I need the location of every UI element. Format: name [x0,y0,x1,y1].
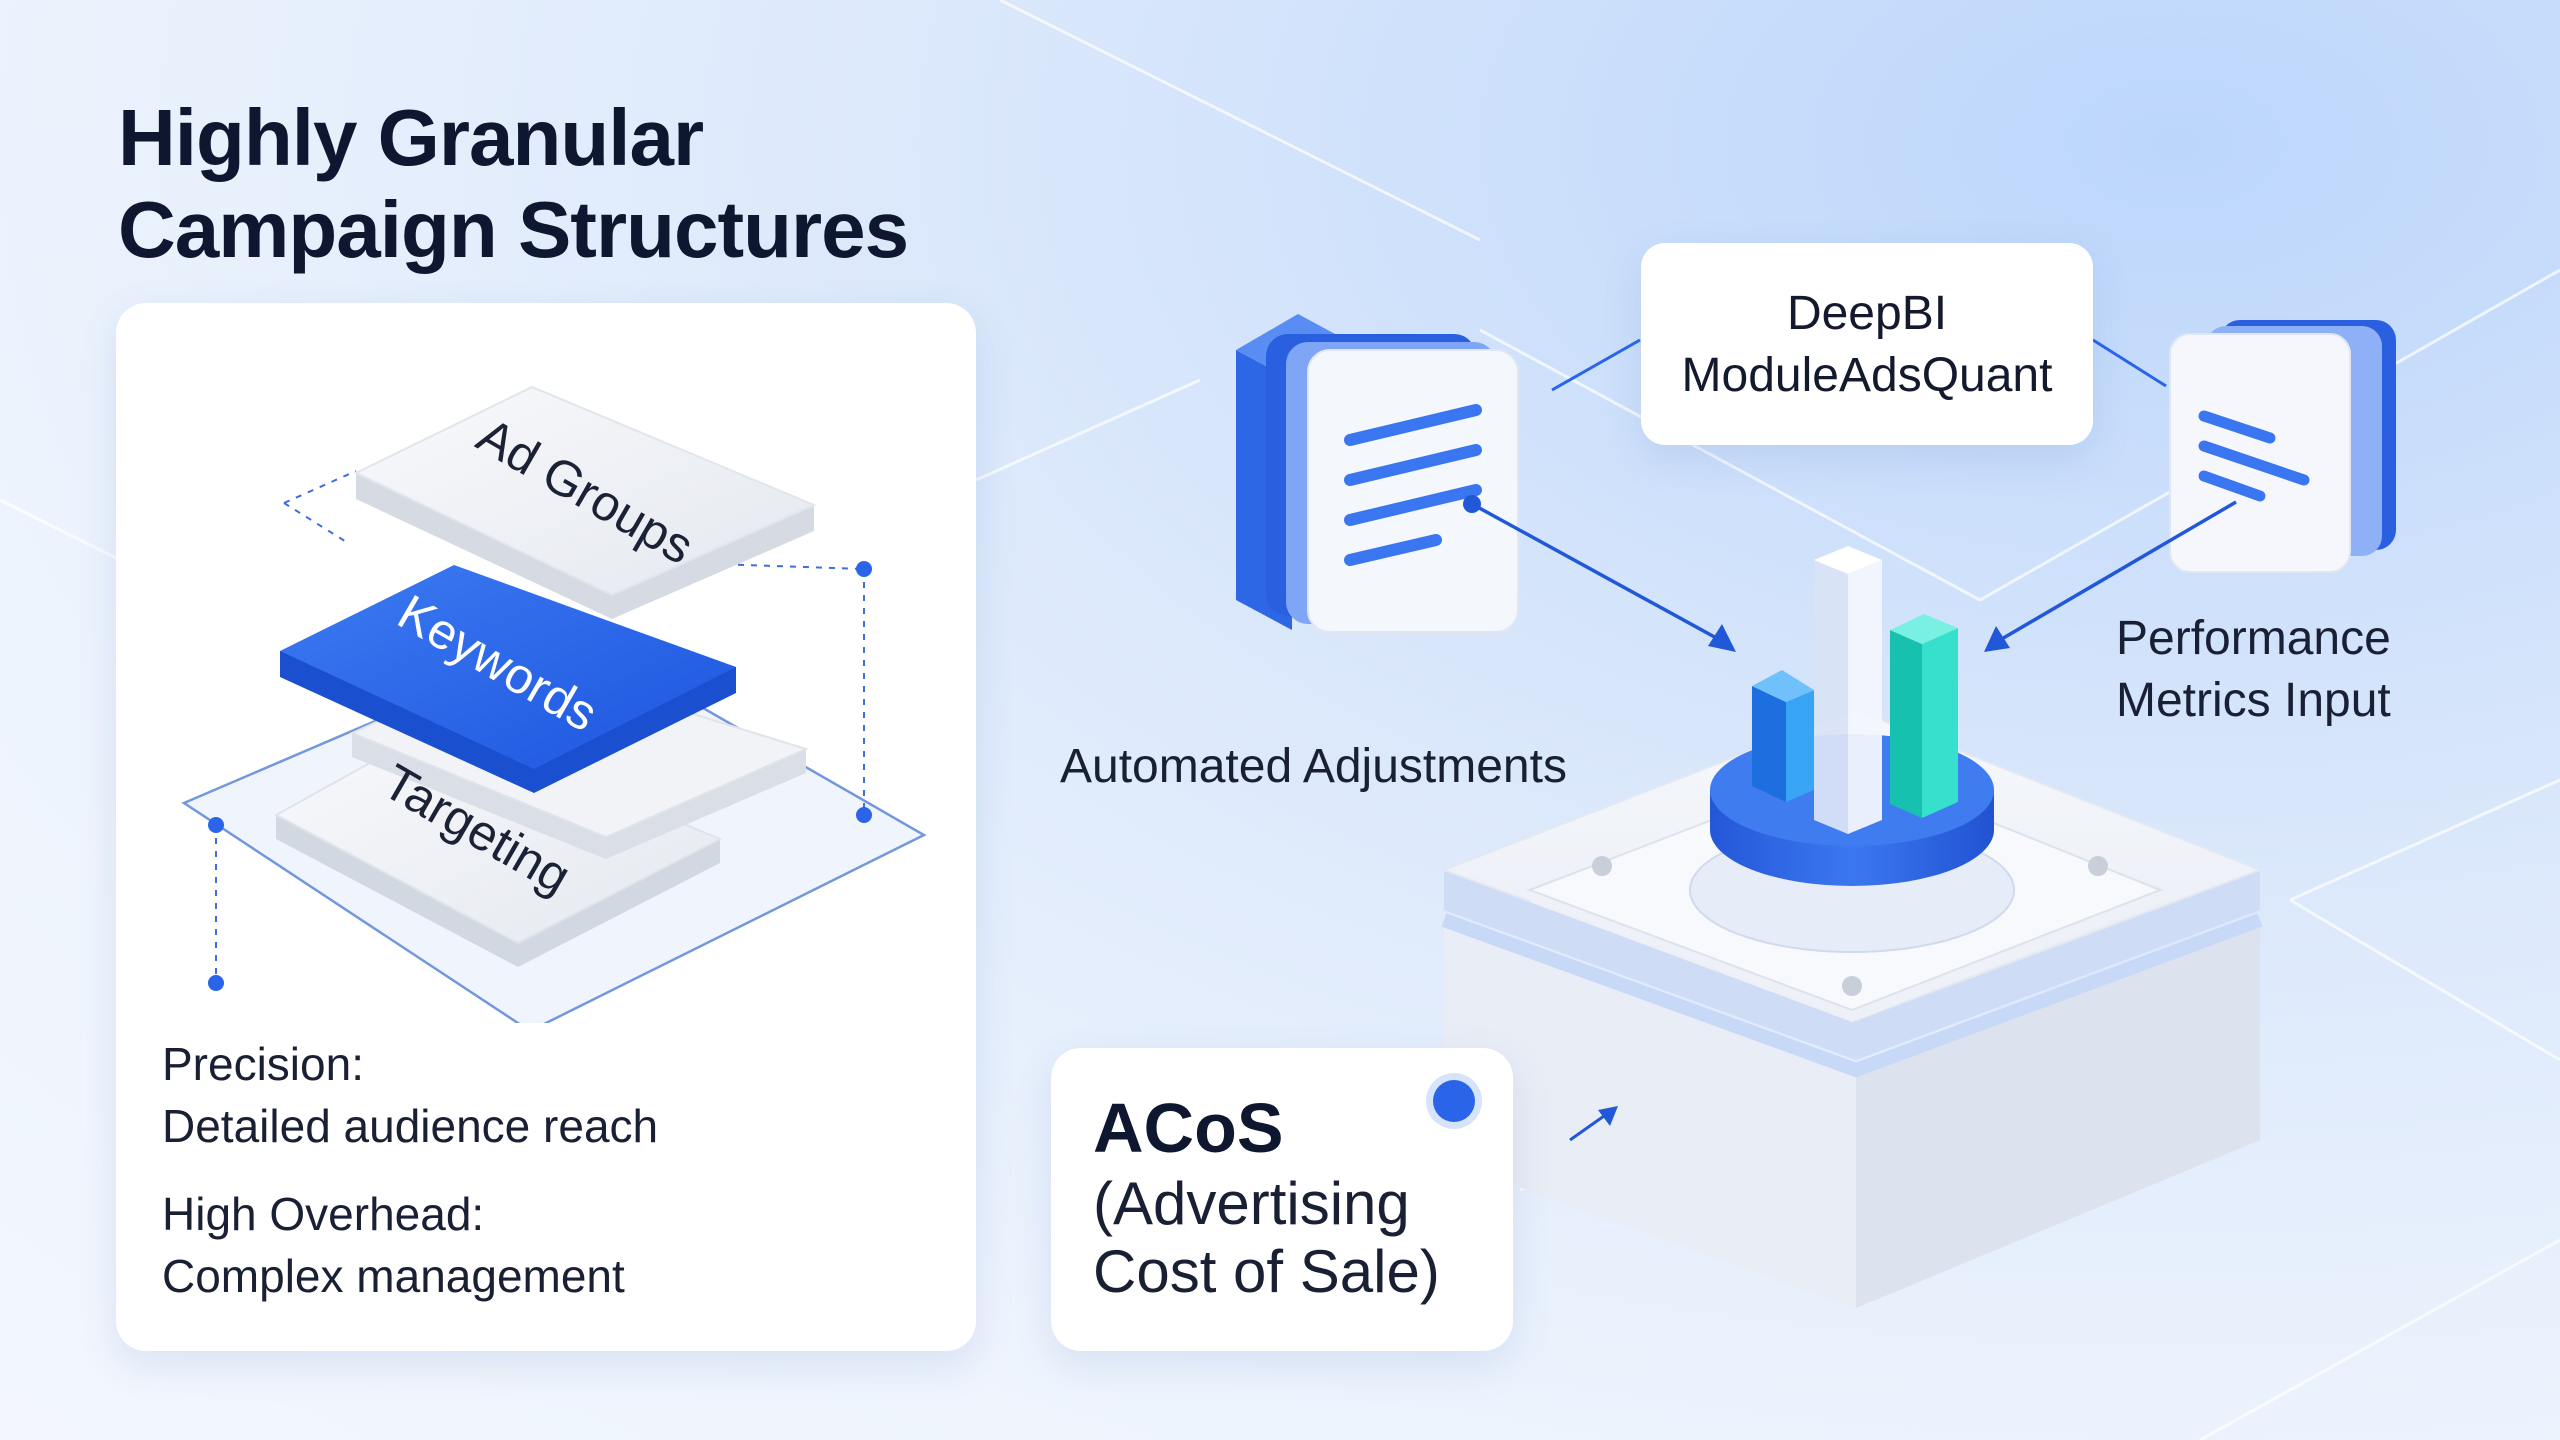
deepbi-line-2: ModuleAdsQuant [1681,349,2053,402]
deepbi-line-1: DeepBI [1786,287,1948,340]
page-title: Highly Granular Campaign Structures [118,92,909,276]
precision-label: Precision: [162,1038,364,1090]
overhead-label: High Overhead: [162,1188,485,1240]
performance-line-2: Metrics Input [2116,674,2391,727]
bar-chart-icon [1752,546,1958,834]
acos-subtitle: (Advertising Cost of Sale) [1093,1170,1440,1306]
title-line-1: Highly Granular [118,93,704,182]
chart-icon [2169,320,2396,573]
performance-metrics-label: Performance Metrics Input [2116,608,2391,732]
acos-line-1: (Advertising [1093,1170,1410,1237]
overhead-text: Complex management [162,1250,625,1302]
acos-title: ACoS [1093,1089,1284,1167]
title-line-2: Campaign Structures [118,185,909,274]
precision-text: Detailed audience reach [162,1100,659,1152]
acos-line-2: Cost of Sale) [1093,1238,1440,1305]
layer-stack-diagram [181,385,927,1023]
automation-scene [1236,314,2396,1308]
deepbi-module-card: DeepBI ModuleAdsQuant [1641,243,2093,445]
deepbi-text: DeepBI ModuleAdsQuant [1641,283,2093,407]
campaign-structure-card: Ad Groups Keywords Targeting Precision: … [116,303,976,1351]
keywords-layer [280,565,736,793]
acos-card: ACoS (Advertising Cost of Sale) [1051,1048,1513,1351]
performance-line-1: Performance [2116,612,2391,665]
status-dot-icon [1433,1080,1475,1122]
automated-adjustments-label: Automated Adjustments [1060,740,1567,793]
platform-base [1441,708,2263,1308]
document-icon [1236,314,1519,633]
ad-groups-layer [353,385,817,619]
